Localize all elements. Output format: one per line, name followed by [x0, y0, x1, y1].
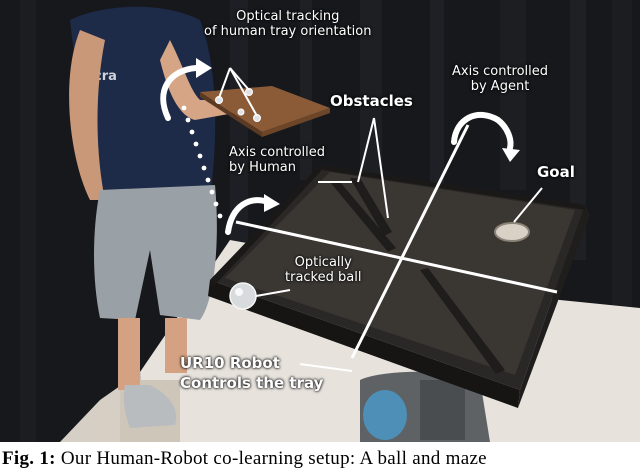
goal-hole — [494, 222, 530, 242]
obstacle-2 — [350, 178, 392, 236]
label-axis-agent-line2: by Agent — [470, 78, 530, 94]
label-robot-line2: Controls the tray — [180, 374, 324, 393]
maze-tray — [208, 165, 590, 408]
label-tracked-ball-line1: Optically — [294, 255, 352, 270]
human-tray-board — [200, 86, 330, 132]
agent-axis-line — [350, 124, 470, 359]
tracking-markers — [215, 88, 261, 122]
label-tracked-ball: Optically tracked ball — [285, 255, 362, 286]
rotation-arrows — [160, 65, 514, 235]
lab-scene-image: cra — [0, 0, 640, 442]
person-leg-left — [118, 318, 140, 390]
label-axis-human: Axis controlled by Human — [229, 145, 326, 176]
label-optical-tracking: Optical tracking of human tray orientati… — [204, 9, 372, 40]
tracked-ball — [229, 282, 257, 310]
robot-joint — [363, 390, 407, 440]
label-robot: UR10 Robot Controls the tray — [180, 353, 323, 394]
label-axis-human-line2: by Human — [229, 159, 296, 175]
label-obstacles: Obstacles — [330, 92, 413, 110]
label-tracked-ball-line2: tracked ball — [285, 269, 362, 285]
label-optical-tracking-line2: of human tray orientation — [204, 23, 372, 39]
label-axis-agent-line1: Axis controlled — [452, 64, 549, 79]
figure-photo: cra — [0, 0, 640, 442]
curtain-folds — [20, 0, 632, 442]
label-goal: Goal — [537, 163, 575, 181]
person-shirt — [70, 6, 216, 206]
label-axis-human-line1: Axis controlled — [229, 145, 326, 160]
annotation-lines — [255, 117, 543, 372]
human-axis-line — [235, 220, 558, 294]
dotted-link — [181, 105, 223, 219]
person-shorts — [94, 185, 217, 320]
figure-caption: Fig. 1: Our Human-Robot co-learning setu… — [2, 448, 640, 469]
obstacle-1 — [330, 182, 396, 252]
obstacle-3 — [420, 268, 505, 374]
caption-text: Our Human-Robot co-learning setup: A bal… — [60, 448, 487, 469]
caption-label: Fig. 1: — [2, 448, 56, 469]
label-optical-tracking-line1: Optical tracking — [236, 9, 340, 24]
label-axis-agent: Axis controlled by Agent — [452, 64, 549, 95]
label-robot-line1: UR10 Robot — [180, 354, 280, 372]
sneaker — [123, 385, 177, 428]
